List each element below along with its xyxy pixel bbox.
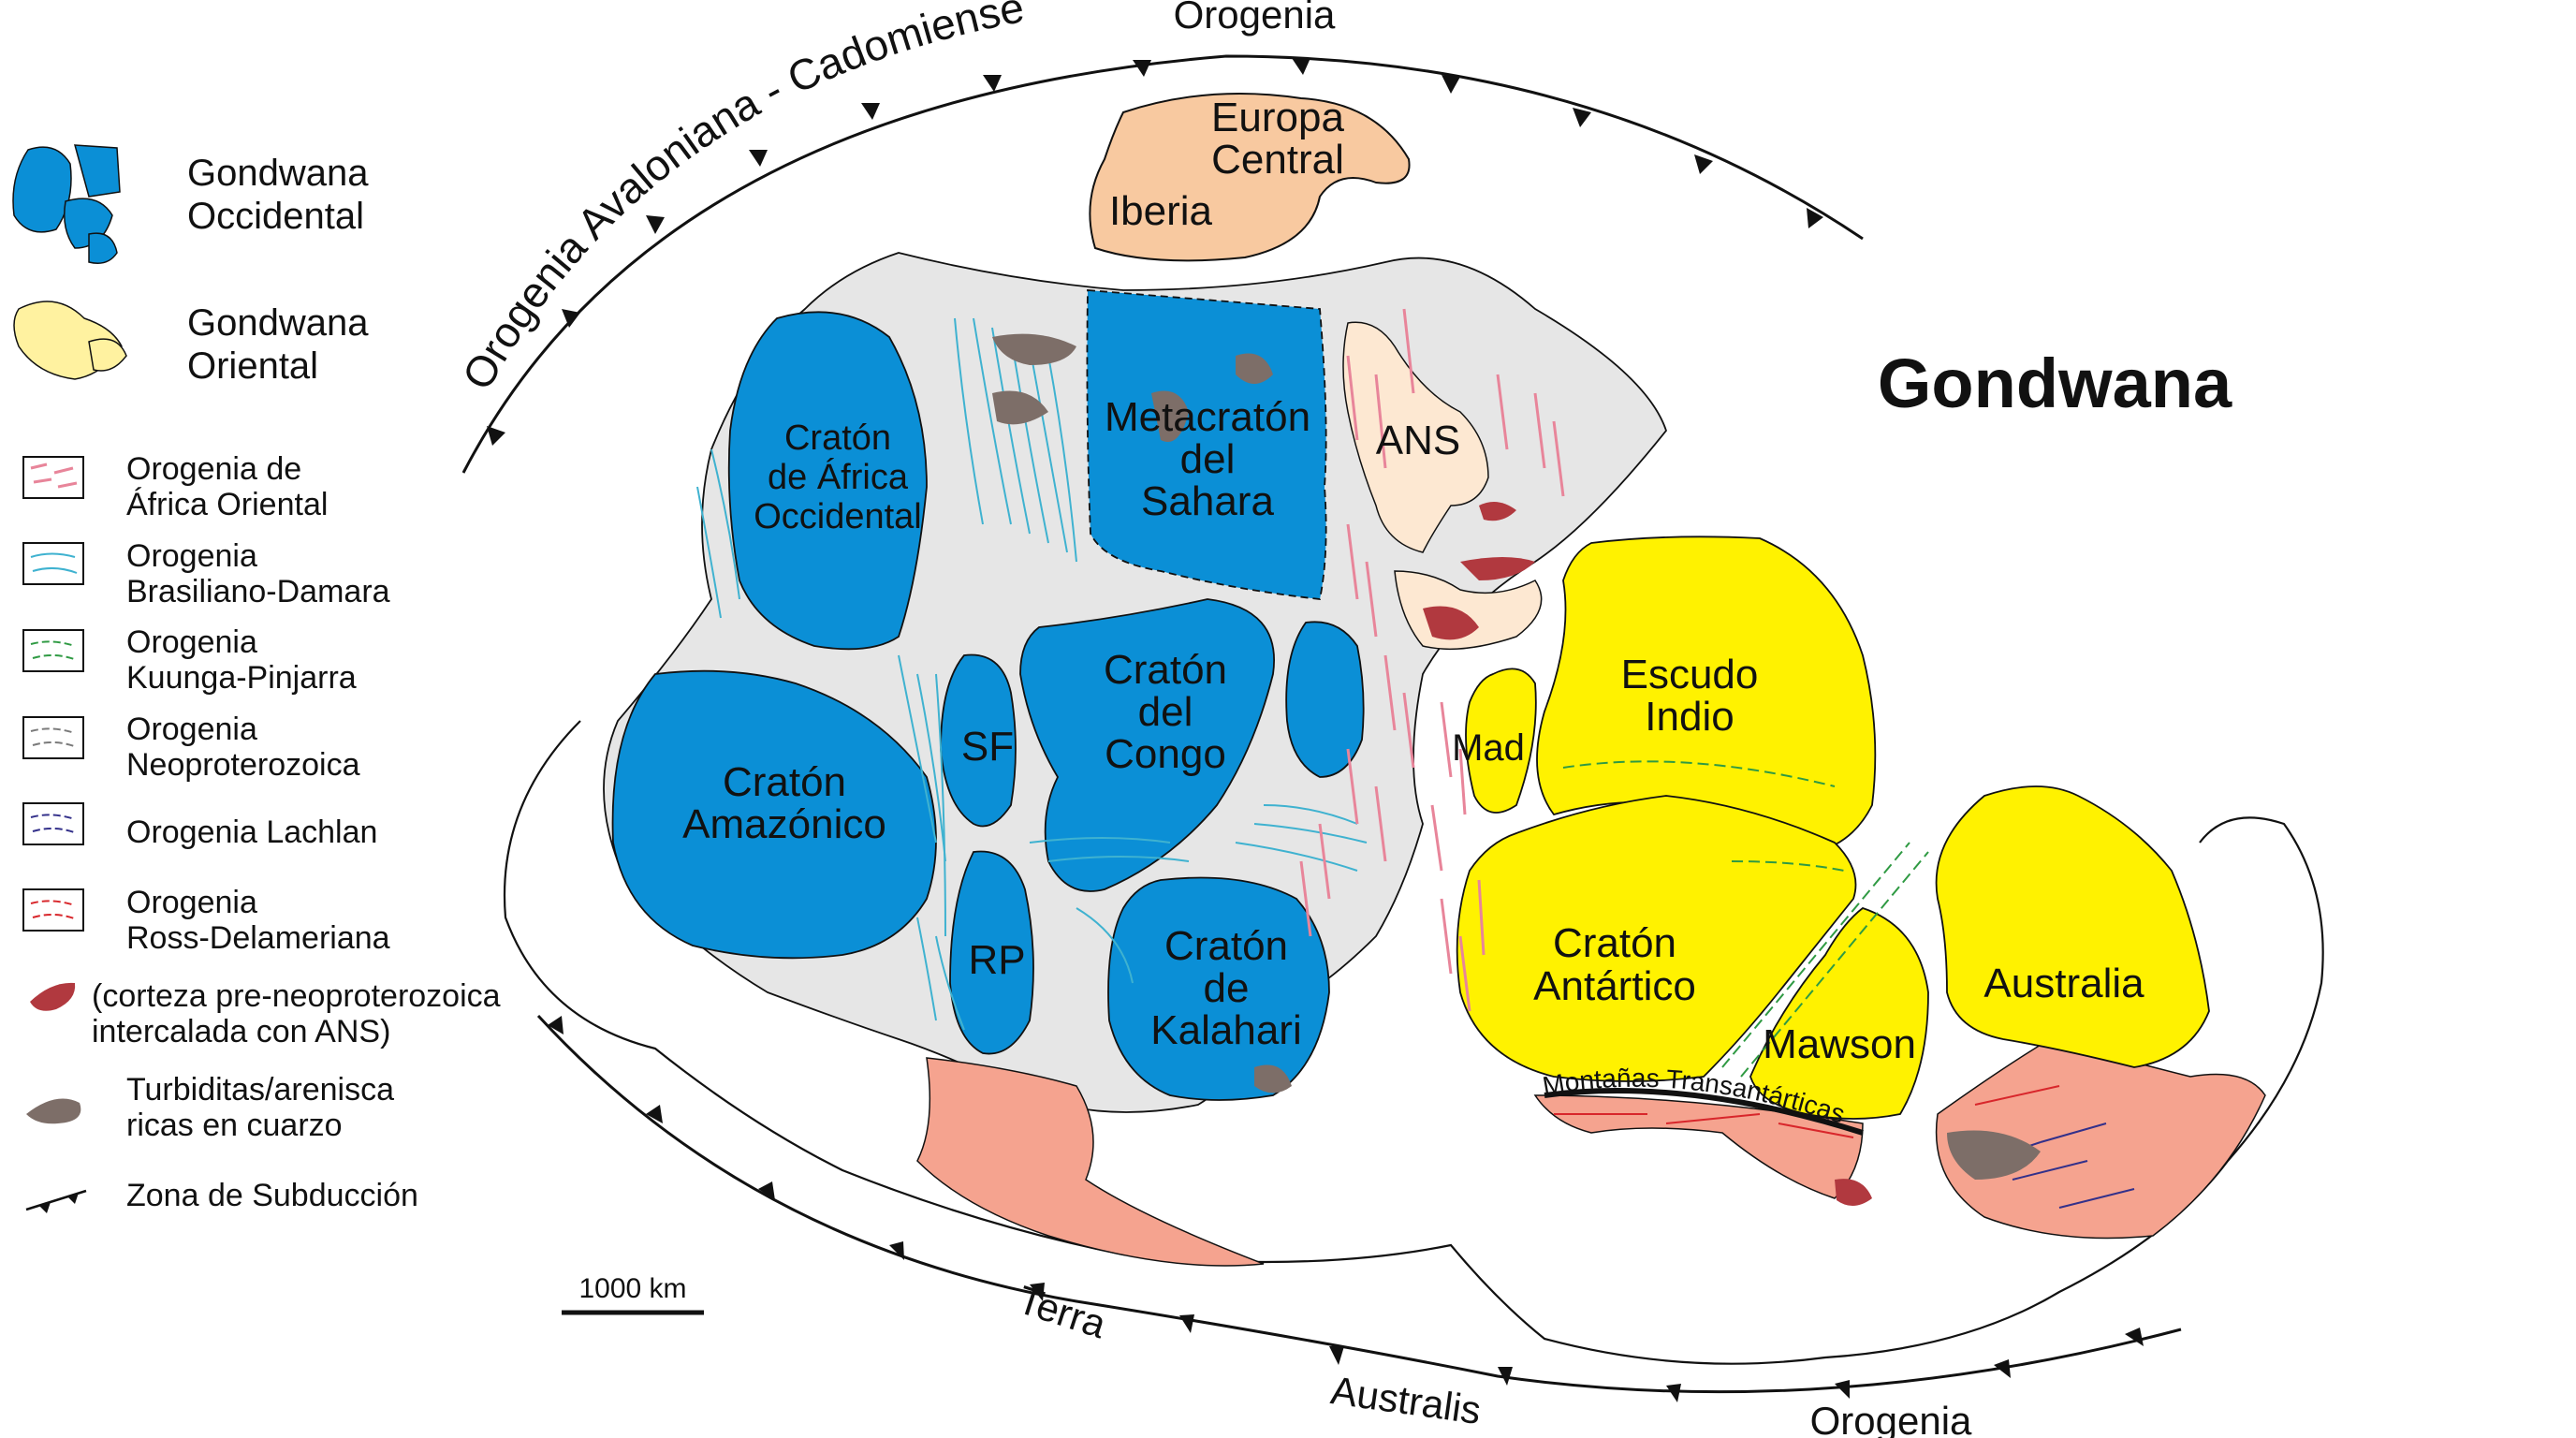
- legend-item-4-line2: Neoproterozoica: [126, 747, 360, 783]
- east-africa-orogen-strokes: [1299, 308, 1565, 1012]
- legend-item-2-line2: Brasiliano-Damara: [126, 574, 390, 609]
- legend-item-3-line2: Kuunga-Pinjarra: [126, 660, 357, 696]
- australia: [1935, 785, 2210, 1068]
- legend-turbidites-2: ricas en cuarzo: [126, 1108, 343, 1143]
- legend-east-1: Gondwana: [187, 302, 369, 344]
- label-europa-line2: Central: [1211, 137, 1344, 183]
- transantarctic-line: [1544, 1088, 1864, 1136]
- turbidites-icon: [26, 1098, 81, 1124]
- brasiliano-damara-strokes: [696, 317, 1368, 1031]
- west-gondwana-icon: [12, 144, 121, 264]
- map-title: Gondwana: [1878, 345, 2232, 422]
- craton-amazonico: [611, 669, 937, 960]
- east-africa-orogen-swatch: [22, 456, 84, 499]
- legend-west-2: Occidental: [187, 196, 364, 237]
- pre-neoproterozoic-crust-icon: [30, 982, 76, 1011]
- ans-terrane: [1342, 321, 1489, 553]
- label-sf: SF: [961, 724, 1014, 770]
- ross-delamerian-swatch: [22, 888, 84, 932]
- legend-item-3-line1: Orogenia: [126, 624, 257, 660]
- label-kalahari-2: de: [1204, 965, 1250, 1011]
- label-mad: Mad: [1452, 727, 1525, 769]
- label-orogenia-top: Orogenia: [1174, 0, 1336, 37]
- label-sahara-3: Sahara: [1141, 478, 1274, 524]
- kuunga-pinjarra-strokes: [1562, 760, 1929, 1078]
- label-europa-line1: Europa: [1211, 95, 1344, 140]
- gondwana-outer-margin: [503, 720, 2324, 1365]
- label-rp: RP: [968, 937, 1025, 983]
- scale-bar-label: 1000 km: [578, 1273, 686, 1304]
- label-amazonico-2: Amazónico: [682, 801, 886, 847]
- legend-item-2-line1: Orogenia: [126, 538, 257, 574]
- craton-africa-occidental: [727, 311, 928, 651]
- label-mawson: Mawson: [1763, 1021, 1916, 1067]
- craton-congo-east: [1285, 621, 1365, 778]
- label-africa-occ-2: de África: [768, 457, 909, 497]
- ross-delamerian-strokes: [1554, 1085, 2060, 1138]
- label-indio-2: Indio: [1645, 694, 1734, 740]
- legend-crust-2: intercalada con ANS): [92, 1014, 390, 1049]
- label-kalahari-3: Kalahari: [1150, 1007, 1301, 1053]
- legend-item-1-line2: África Oriental: [126, 487, 328, 522]
- region-labels: Europa Central Iberia Cratón de África O…: [682, 95, 2144, 1067]
- brasiliano-damara-swatch: [22, 542, 84, 585]
- label-australis: Australis: [1328, 1368, 1484, 1432]
- legend-west-1: Gondwana: [187, 153, 369, 194]
- label-antartico-2: Antártico: [1533, 963, 1696, 1009]
- madagascar: [1465, 668, 1537, 814]
- subduction-zone-south: [536, 1014, 2182, 1402]
- salmon-terrane-south-america: [916, 1057, 1265, 1267]
- label-africa-occ-3: Occidental: [754, 497, 922, 536]
- label-orogenia-bottom: Orogenia: [1810, 1399, 1972, 1438]
- label-congo-2: del: [1138, 689, 1193, 735]
- kuunga-pinjarra-swatch: [22, 629, 84, 672]
- label-sahara-1: Metacratón: [1105, 394, 1310, 440]
- east-gondwana-icon: [13, 301, 127, 380]
- label-antartico-1: Cratón: [1553, 920, 1676, 966]
- label-australia: Australia: [1983, 961, 2144, 1006]
- legend-east-2: Oriental: [187, 345, 318, 387]
- label-ans: ANS: [1376, 418, 1460, 463]
- legend-item-4-line1: Orogenia: [126, 712, 257, 747]
- subduction-zone-north: [461, 54, 1864, 474]
- legend-crust-1: (corteza pre-neoproterozoica: [92, 978, 501, 1014]
- label-africa-occ-1: Cratón: [784, 418, 891, 458]
- legend-subduction: Zona de Subducción: [126, 1178, 418, 1213]
- craton-antartico: [1456, 795, 1857, 1082]
- salmon-terrane-antarctica: [1533, 1094, 1864, 1199]
- label-sahara-2: del: [1180, 436, 1236, 482]
- neoproterozoica-swatch: [22, 716, 84, 759]
- label-amazonico-1: Cratón: [723, 759, 846, 805]
- label-congo-3: Congo: [1105, 731, 1226, 777]
- scale-bar: 1000 km: [562, 1273, 704, 1315]
- label-indio-1: Escudo: [1621, 652, 1759, 697]
- legend-item-6-line1: Orogenia: [126, 885, 257, 920]
- craton-rio-de-la-plata: [949, 850, 1034, 1055]
- label-iberia: Iberia: [1109, 188, 1213, 234]
- mawson-craton: [1749, 906, 1929, 1120]
- pre-neoproterozoic-crust-patches: [1423, 502, 1872, 1207]
- label-congo-1: Cratón: [1104, 647, 1227, 693]
- europa-iberia: [1089, 93, 1411, 262]
- legend-turbidites-1: Turbiditas/arenisca: [126, 1072, 394, 1108]
- subduction-zone-icon: [25, 1189, 87, 1213]
- legend-item-1-line1: Orogenia de: [126, 451, 301, 487]
- legend: Gondwana Occidental Gondwana Oriental: [12, 144, 501, 1213]
- label-terra: Terra: [1013, 1277, 1112, 1346]
- turbidite-patches: [992, 333, 2041, 1180]
- lachlan-swatch: [22, 802, 84, 845]
- craton-sao-francisco: [940, 653, 1017, 828]
- legend-item-6-line2: Ross-Delameriana: [126, 920, 390, 956]
- legend-item-5-line1: Orogenia Lachlan: [126, 814, 377, 850]
- label-kalahari-1: Cratón: [1164, 923, 1288, 969]
